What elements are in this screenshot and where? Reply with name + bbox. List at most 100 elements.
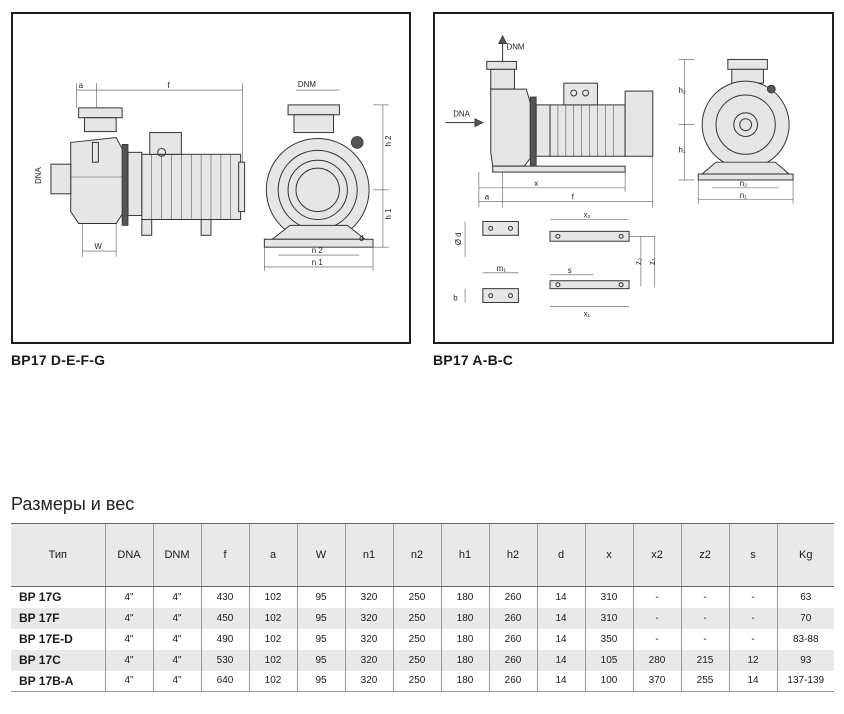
table-cell: 255: [680, 670, 729, 692]
dim-x2-label-r: x₂: [584, 211, 591, 220]
table-cell: 137-139: [776, 670, 834, 692]
dim-s-label-r: s: [568, 266, 572, 275]
table-cell: 490: [200, 628, 249, 650]
table-cell: 310: [584, 607, 633, 629]
col-header: x2: [632, 523, 681, 587]
table-cell: 640: [200, 670, 249, 692]
table-cell: 430: [200, 586, 249, 608]
section-title: Размеры и вес: [11, 494, 135, 514]
col-header: n1: [344, 523, 393, 587]
table-cell: 530: [200, 649, 249, 671]
table-row: BP 17G 4" 4" 430 102 95 320 250 180 260 …: [11, 586, 834, 608]
dim-b-label-r: b: [453, 294, 458, 303]
table-cell: 100: [584, 670, 633, 692]
table-cell: -: [680, 586, 729, 608]
col-header: h1: [440, 523, 489, 587]
table-cell: 102: [248, 586, 297, 608]
col-header: a: [248, 523, 297, 587]
dim-x-label-r: x: [534, 179, 538, 188]
table-cell: 4": [152, 586, 201, 608]
table-cell: -: [680, 607, 729, 629]
dim-f-label: f: [168, 81, 171, 90]
dim-dnm-label-r: DNM: [507, 43, 525, 52]
table-cell: 4": [104, 670, 153, 692]
table-cell: 102: [248, 628, 297, 650]
table-header-row: Тип DNA DNM f a W n1 n2 h1 h2 d x x2 z2 …: [11, 523, 834, 587]
table-cell: -: [632, 586, 681, 608]
table-cell: 95: [296, 586, 345, 608]
table-cell: 320: [344, 649, 393, 671]
dimensions-table: Тип DNA DNM f a W n1 n2 h1 h2 d x x2 z2 …: [11, 523, 834, 692]
table-cell: 14: [536, 670, 585, 692]
col-header: DNA: [104, 523, 153, 587]
dim-w-label: W: [94, 242, 102, 251]
table-cell: 12: [728, 649, 777, 671]
table-row: BP 17C 4" 4" 530 102 95 320 250 180 260 …: [11, 649, 834, 671]
table-cell: 83-88: [776, 628, 834, 650]
col-header: n2: [392, 523, 441, 587]
table-cell: -: [728, 586, 777, 608]
table-cell: 180: [440, 586, 489, 608]
table-cell: 450: [200, 607, 249, 629]
table-cell: 93: [776, 649, 834, 671]
table-cell: -: [632, 628, 681, 650]
table-cell: -: [728, 607, 777, 629]
dim-c1-label-r: Ø d: [454, 232, 463, 245]
col-header: DNM: [152, 523, 201, 587]
table-cell: 4": [104, 628, 153, 650]
col-header: W: [296, 523, 345, 587]
table-cell: 70: [776, 607, 834, 629]
table-cell: 14: [536, 607, 585, 629]
table-cell: BP 17B-A: [11, 670, 105, 692]
table-cell: 102: [248, 670, 297, 692]
table-row: BP 17B-A 4" 4" 640 102 95 320 250 180 26…: [11, 670, 834, 692]
table-cell: 4": [104, 607, 153, 629]
dim-h1-label: h 1: [384, 209, 393, 220]
table-cell: BP 17C: [19, 653, 61, 667]
table-cell: 215: [680, 649, 729, 671]
table-cell: 250: [392, 607, 441, 629]
col-header: z2: [680, 523, 729, 587]
col-header: x: [584, 523, 633, 587]
dim-z1-label-r: z₁: [648, 258, 657, 265]
table-cell: 105: [584, 649, 633, 671]
table-cell: 4": [152, 670, 201, 692]
table-cell: 310: [584, 586, 633, 608]
table-cell: 4": [152, 649, 201, 671]
col-header: Kg: [776, 523, 834, 587]
pump-drawing-with-base: DNM DNA x a f: [445, 34, 794, 318]
caption-right: BP17 A-B-C: [433, 352, 514, 368]
table-cell: BP 17F: [19, 611, 60, 625]
dim-a-label: a: [79, 81, 84, 90]
table-cell: 250: [392, 628, 441, 650]
dim-h2-label-r: h₂: [678, 86, 685, 95]
table-cell: 260: [488, 628, 537, 650]
dim-m1-label-r: m₁: [497, 264, 507, 273]
table-cell: 14: [536, 628, 585, 650]
table-cell: -: [632, 607, 681, 629]
table-cell: 180: [440, 670, 489, 692]
dim-n2-label: n 2: [312, 246, 323, 255]
table-cell: 102: [248, 649, 297, 671]
col-header: d: [536, 523, 585, 587]
table-cell: 260: [488, 586, 537, 608]
table-cell: -: [728, 628, 777, 650]
col-header: Тип: [11, 523, 105, 587]
table-cell: 63: [776, 586, 834, 608]
table-cell: 95: [296, 649, 345, 671]
table-cell: 320: [344, 607, 393, 629]
table-cell: 14: [536, 649, 585, 671]
table-cell: 14: [728, 670, 777, 692]
table-cell: 250: [392, 670, 441, 692]
dim-a-label-r: a: [485, 193, 490, 202]
table-cell: 280: [632, 649, 681, 671]
dim-f-label-r: f: [572, 193, 575, 202]
dim-n1-label: n 1: [312, 258, 323, 267]
drawing-bp17-defg: a f DNA W: [11, 12, 411, 344]
table-cell: 260: [488, 649, 537, 671]
table-cell: 95: [296, 628, 345, 650]
table-cell: 320: [344, 628, 393, 650]
table-cell: 180: [440, 649, 489, 671]
table-row: BP 17E-D 4" 4" 490 102 95 320 250 180 26…: [11, 628, 834, 650]
table-cell: BP 17E-D: [19, 632, 73, 646]
